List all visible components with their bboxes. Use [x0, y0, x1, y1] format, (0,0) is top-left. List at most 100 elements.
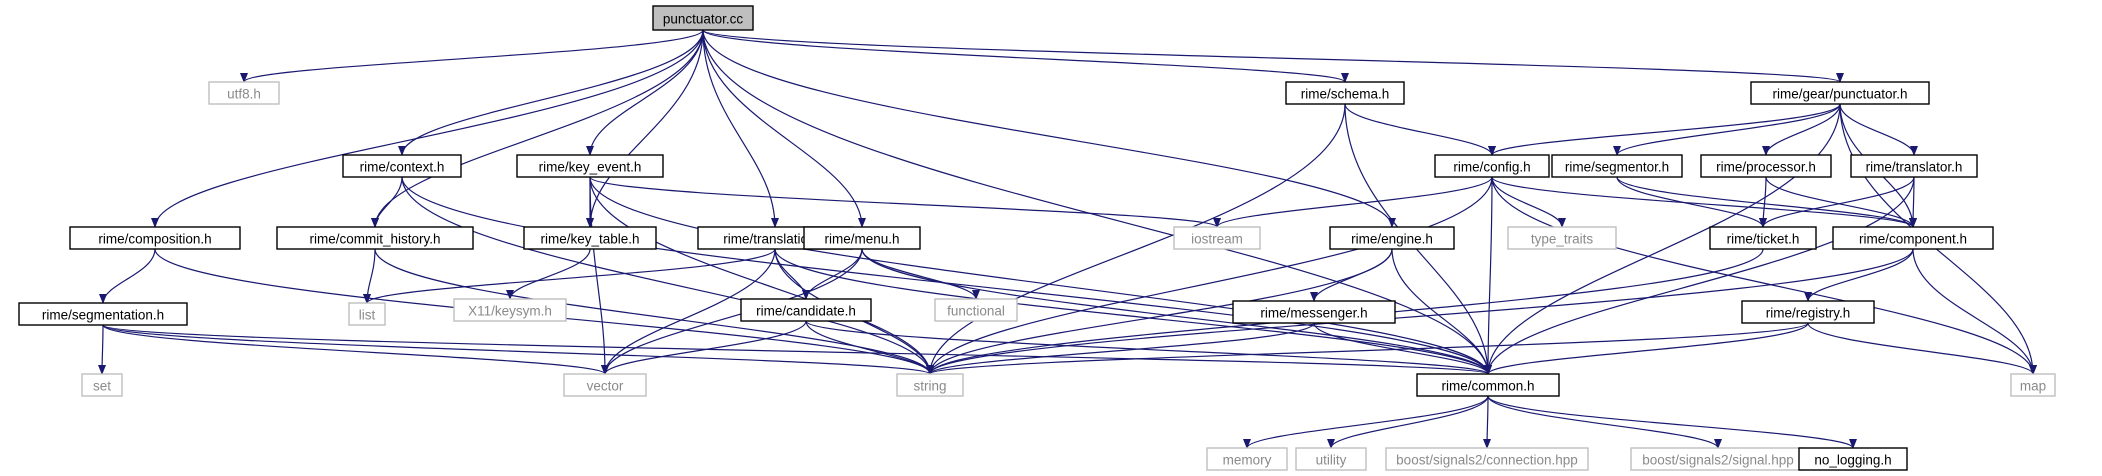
edge-rime-registry-h-to-string — [926, 322, 1809, 375]
node-label: memory — [1223, 453, 1272, 468]
node-box — [740, 298, 872, 322]
node-label: rime/composition.h — [98, 232, 211, 247]
node-rime-menu-h[interactable]: rime/menu.h — [803, 226, 921, 250]
node-box — [2010, 373, 2056, 397]
edge-rime-processor-h-to-rime-ticket-h — [1759, 176, 1768, 228]
node-rime-messenger-h[interactable]: rime/messenger.h — [1232, 300, 1396, 324]
node-label: no_logging.h — [1814, 453, 1891, 468]
node-rime-config-h[interactable]: rime/config.h — [1434, 154, 1550, 178]
edge-punctuator-cc-to-rime-composition-h — [151, 29, 704, 228]
edge-rime-common-h-to-no-logging-h — [1487, 395, 1857, 449]
edge-rime-key-event-h-to-vector — [589, 176, 609, 375]
node-box — [1329, 226, 1455, 250]
node-box — [652, 5, 754, 31]
node-memory: memory — [1206, 447, 1288, 471]
node-box — [1850, 154, 1978, 178]
node-label: rime/registry.h — [1766, 306, 1851, 321]
node-label: functional — [947, 304, 1005, 319]
node-rime-composition-h[interactable]: rime/composition.h — [69, 226, 241, 250]
node-box — [1385, 447, 1589, 471]
edge-rime-translator-h-to-rime-ticket-h — [1759, 176, 1915, 228]
node-box — [1798, 447, 1908, 471]
edge-rime-translation-h-to-vector — [601, 248, 776, 375]
node-label: rime/config.h — [1453, 160, 1530, 175]
edge-punctuator-cc-to-utf8-h — [240, 29, 704, 83]
node-rime-segmentation-h[interactable]: rime/segmentation.h — [18, 302, 188, 326]
node-rime-engine-h[interactable]: rime/engine.h — [1329, 226, 1455, 250]
node-label: X11/keysym.h — [468, 304, 552, 319]
node-label: rime/translator.h — [1866, 160, 1963, 175]
node-label: rime/common.h — [1441, 379, 1534, 394]
edge-rime-commit-history-h-to-string — [374, 248, 934, 375]
node-box — [1700, 154, 1832, 178]
node-rime-schema-h[interactable]: rime/schema.h — [1285, 81, 1405, 105]
node-rime-gear-punctuator-h[interactable]: rime/gear/punctuator.h — [1750, 81, 1930, 105]
edge-rime-engine-h-to-string — [926, 248, 1393, 375]
edge-rime-gear-punctuator-h-to-rime-common-h — [1484, 103, 1841, 375]
dependency-edges — [98, 29, 2037, 449]
edge-rime-gear-punctuator-h-to-rime-processor-h — [1762, 103, 1841, 156]
edge-rime-config-h-to-type-traits — [1491, 176, 1566, 228]
node-box — [934, 298, 1018, 322]
node-rime-key-table-h[interactable]: rime/key_table.h — [523, 226, 657, 250]
node-rime-key-event-h[interactable]: rime/key_event.h — [516, 154, 664, 178]
node-box — [1285, 81, 1405, 105]
node-rime-common-h[interactable]: rime/common.h — [1416, 373, 1560, 397]
node-punctuator-cc[interactable]: punctuator.cc — [652, 5, 754, 31]
edge-rime-schema-h-to-rime-config-h — [1344, 103, 1496, 156]
node-no-logging-h[interactable]: no_logging.h — [1798, 447, 1908, 471]
edge-rime-segmentation-h-to-vector — [102, 324, 609, 375]
edge-rime-gear-punctuator-h-to-rime-config-h — [1488, 103, 1841, 156]
node-box — [896, 373, 964, 397]
node-rime-segmentor-h[interactable]: rime/segmentor.h — [1551, 154, 1683, 178]
node-rime-candidate-h[interactable]: rime/candidate.h — [740, 298, 872, 322]
edge-rime-composition-h-to-rime-segmentation-h — [99, 248, 156, 304]
node-box — [276, 226, 474, 250]
edge-rime-key-event-h-to-iostream — [589, 176, 1221, 228]
node-label: rime/candidate.h — [756, 304, 856, 319]
edge-rime-translation-h-to-rime-common-h — [774, 248, 1492, 375]
edge-rime-registry-h-to-map — [1807, 322, 2037, 375]
node-label: punctuator.cc — [663, 12, 744, 27]
node-label: rime/key_table.h — [540, 232, 639, 247]
edge-rime-commit-history-h-to-list — [363, 248, 376, 304]
node-rime-ticket-h[interactable]: rime/ticket.h — [1709, 226, 1817, 250]
node-label: utf8.h — [227, 87, 261, 102]
edge-rime-segmentation-h-to-rime-common-h — [102, 324, 1492, 375]
node-rime-registry-h[interactable]: rime/registry.h — [1741, 300, 1875, 324]
node-label: utility — [1316, 453, 1347, 468]
node-label: vector — [587, 379, 624, 394]
node-rime-component-h[interactable]: rime/component.h — [1832, 226, 1994, 250]
node-rime-context-h[interactable]: rime/context.h — [342, 154, 462, 178]
node-label: rime/menu.h — [824, 232, 899, 247]
node-rime-commit-history-h[interactable]: rime/commit_history.h — [276, 226, 474, 250]
edge-rime-key-event-h-to-string — [589, 176, 934, 375]
node-box — [342, 154, 462, 178]
edge-rime-candidate-h-to-rime-common-h — [805, 320, 1492, 375]
node-label: boost/signals2/connection.hpp — [1396, 453, 1578, 468]
node-x11-keysym-h: X11/keysym.h — [453, 298, 567, 322]
node-label: boost/signals2/signal.hpp — [1642, 453, 1794, 468]
node-label: string — [913, 379, 946, 394]
node-rime-processor-h[interactable]: rime/processor.h — [1700, 154, 1832, 178]
node-box — [803, 226, 921, 250]
node-box — [18, 302, 188, 326]
node-label: type_traits — [1531, 232, 1594, 247]
node-box — [1507, 226, 1617, 250]
edge-punctuator-cc-to-rime-common-h — [702, 29, 1492, 375]
edge-rime-segmentation-h-to-set — [98, 324, 107, 375]
node-map: map — [2010, 373, 2056, 397]
node-box — [563, 373, 647, 397]
node-label: map — [2020, 379, 2046, 394]
node-box — [516, 154, 664, 178]
node-utf8-h: utf8.h — [208, 81, 280, 105]
edge-punctuator-cc-to-rime-engine-h — [702, 29, 1396, 228]
node-box — [1416, 373, 1560, 397]
node-label: rime/processor.h — [1716, 160, 1816, 175]
node-label: rime/segmentation.h — [42, 308, 164, 323]
node-box — [453, 298, 567, 322]
edge-rime-common-h-to-utility — [1327, 395, 1489, 449]
edge-rime-gear-punctuator-h-to-rime-translator-h — [1839, 103, 1918, 156]
node-rime-translator-h[interactable]: rime/translator.h — [1850, 154, 1978, 178]
